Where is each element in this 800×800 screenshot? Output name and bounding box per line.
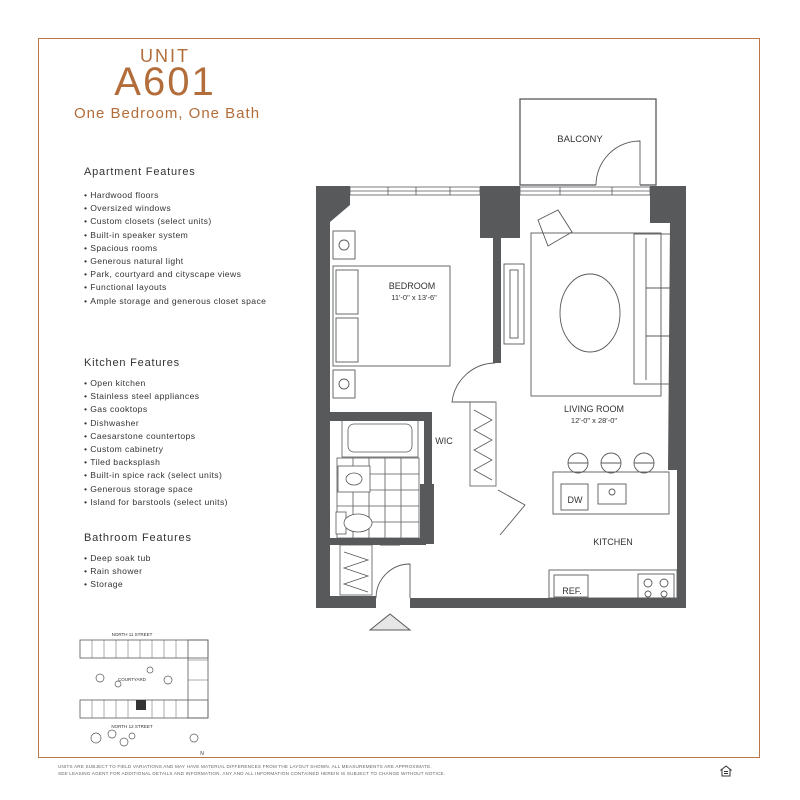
wic-shelving bbox=[469, 401, 497, 487]
feature-item: Custom closets (select units) bbox=[84, 215, 266, 228]
walls bbox=[316, 186, 686, 608]
balcony-label: BALCONY bbox=[557, 134, 603, 145]
feature-item: Spacious rooms bbox=[84, 242, 266, 255]
feature-item: Custom cabinetry bbox=[84, 443, 228, 456]
bedroom-furniture bbox=[332, 230, 451, 399]
entry-marker bbox=[368, 613, 412, 631]
feature-item: Built-in spice rack (select units) bbox=[84, 469, 228, 482]
feature-item: Hardwood floors bbox=[84, 189, 266, 202]
feature-item: Storage bbox=[84, 578, 151, 591]
bathroom-features-title: Bathroom Features bbox=[84, 532, 192, 544]
feature-item: Generous storage space bbox=[84, 483, 228, 496]
feature-item: Oversized windows bbox=[84, 202, 266, 215]
bedroom-dims: 11'-0" x 13'-6" bbox=[391, 293, 437, 302]
keyplan-south-street: NORTH 12 STREET bbox=[111, 724, 152, 729]
disclaimer-line-2: SEE LEASING AGENT FOR ADDITIONAL DETAILS… bbox=[58, 771, 446, 776]
feature-item: Built-in speaker system bbox=[84, 229, 266, 242]
door-swings bbox=[375, 362, 526, 599]
living-room-dims: 12'-0" x 28'-0" bbox=[571, 416, 617, 425]
bedroom-label: BEDROOM bbox=[389, 281, 436, 291]
unit-location-marker bbox=[136, 700, 146, 710]
unit-label: UNIT bbox=[140, 46, 190, 66]
keyplan-north-street: NORTH 11 STREET bbox=[112, 632, 153, 637]
unit-number: A601 bbox=[114, 60, 216, 104]
apartment-features-list: Hardwood floorsOversized windowsCustom c… bbox=[84, 189, 266, 308]
disclaimer: UNITS ARE SUBJECT TO FIELD VARIATIONS AN… bbox=[58, 763, 578, 777]
feature-item: Caesarstone countertops bbox=[84, 430, 228, 443]
apartment-features-title: Apartment Features bbox=[84, 166, 196, 178]
feature-item: Functional layouts bbox=[84, 281, 266, 294]
kitchen-furniture bbox=[548, 452, 678, 599]
balcony: BALCONY bbox=[519, 98, 657, 186]
feature-item: Gas cooktops bbox=[84, 403, 228, 416]
wic-label: WIC bbox=[435, 436, 453, 446]
equal-housing-icon bbox=[720, 765, 732, 777]
unit-type: One Bedroom, One Bath bbox=[73, 105, 261, 122]
north-arrow: N bbox=[200, 751, 204, 757]
living-furniture bbox=[503, 209, 677, 397]
disclaimer-line-1: UNITS ARE SUBJECT TO FIELD VARIATIONS AN… bbox=[58, 764, 432, 769]
kitchen-features-title: Kitchen Features bbox=[84, 357, 180, 369]
kitchen-features-list: Open kitchenStainless steel appliancesGa… bbox=[84, 377, 228, 509]
feature-item: Dishwasher bbox=[84, 417, 228, 430]
living-room-label: LIVING ROOM bbox=[564, 404, 624, 414]
feature-item: Deep soak tub bbox=[84, 552, 151, 565]
dishwasher-label: DW bbox=[568, 495, 583, 505]
feature-item: Open kitchen bbox=[84, 377, 228, 390]
feature-item: Island for barstools (select units) bbox=[84, 496, 228, 509]
refrigerator-label: REF. bbox=[562, 586, 582, 596]
bathroom bbox=[335, 418, 420, 596]
page-frame bbox=[38, 38, 760, 758]
feature-item: Ample storage and generous closet space bbox=[84, 295, 266, 308]
feature-item: Park, courtyard and cityscape views bbox=[84, 268, 266, 281]
feature-item: Tiled backsplash bbox=[84, 456, 228, 469]
keyplan-courtyard: COURTYARD bbox=[118, 677, 147, 682]
feature-item: Stainless steel appliances bbox=[84, 390, 228, 403]
feature-item: Rain shower bbox=[84, 565, 151, 578]
key-plan: NORTH 11 STREET COURTYARD NORTH 12 STREE… bbox=[79, 632, 209, 757]
feature-item: Generous natural light bbox=[84, 255, 266, 268]
bathroom-features-list: Deep soak tubRain showerStorage bbox=[84, 552, 151, 592]
kitchen-label: KITCHEN bbox=[593, 537, 633, 547]
